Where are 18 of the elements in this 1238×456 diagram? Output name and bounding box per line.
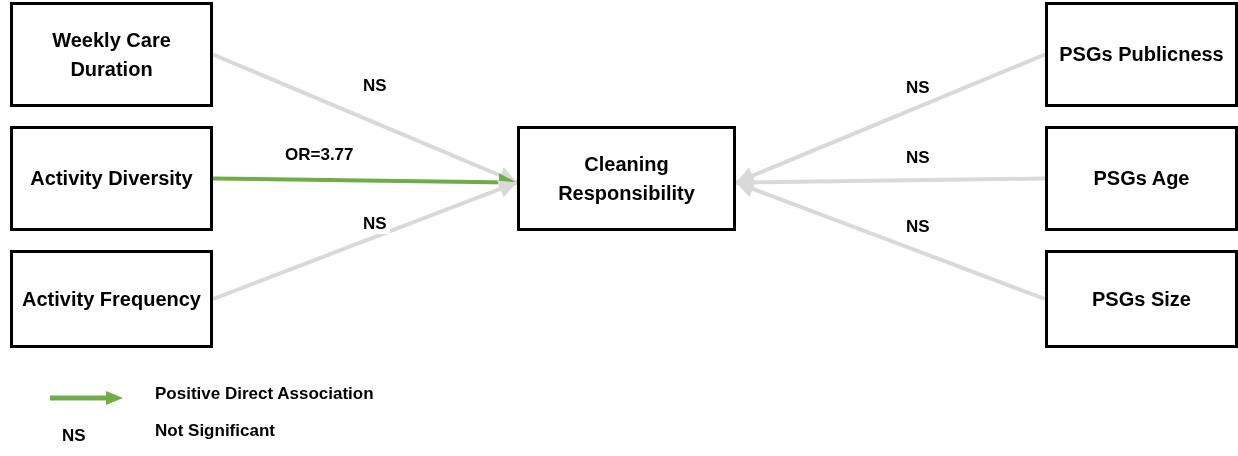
node-label: Cleaning Responsibility xyxy=(557,151,696,206)
legend-label: Not Significant xyxy=(155,421,275,441)
node-label: PSGs Size xyxy=(1091,286,1192,312)
process-box xyxy=(517,126,736,231)
process-box xyxy=(1045,2,1238,107)
node-label: Activity Diversity xyxy=(29,166,194,191)
process-box xyxy=(1045,126,1238,231)
arrow xyxy=(212,180,518,301)
process-box xyxy=(10,2,213,107)
process-box xyxy=(1045,250,1238,348)
node-label: Activity Frequency xyxy=(21,286,202,312)
node-label: PSGs Publicness xyxy=(1058,42,1225,67)
legend-label: Positive Direct Association xyxy=(155,384,374,404)
process-box xyxy=(10,126,213,231)
node-label: PSGs Age xyxy=(1092,166,1191,191)
process-box xyxy=(10,250,213,348)
node-label: Weekly Care Duration xyxy=(51,27,172,82)
legend-symbol: NS xyxy=(62,426,86,446)
